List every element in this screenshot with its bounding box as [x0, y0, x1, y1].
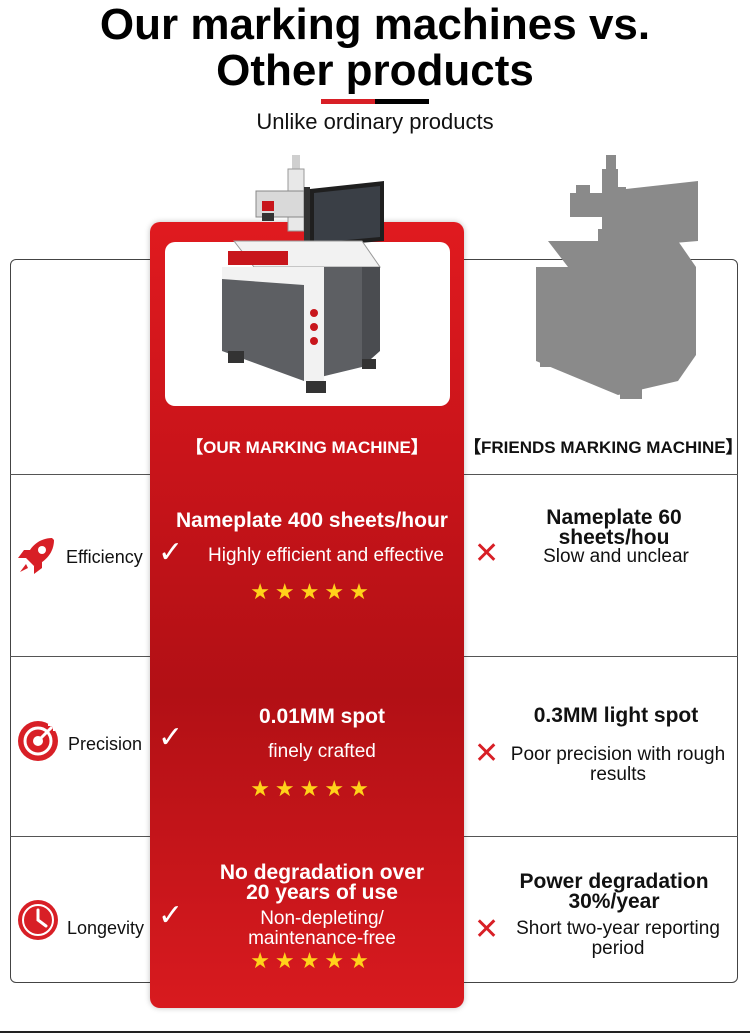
ours-longevity-check-icon: ✓	[158, 899, 184, 932]
theirs-efficiency-cross-icon: ✕	[474, 537, 500, 570]
competitor-machine-silhouette	[536, 155, 698, 399]
ours-precision-title: 0.01MM spot	[258, 705, 386, 728]
title-underline-black	[375, 99, 429, 104]
ours-efficiency-title: Nameplate 400 sheets/hour	[176, 509, 448, 532]
theirs-precision-cross-icon: ✕	[474, 737, 500, 770]
theirs-precision-desc-line1: Poor precision with rough	[510, 744, 726, 765]
row-label-longevity: Longevity	[67, 918, 145, 938]
theirs-longevity-desc-line1: Short two-year reporting	[516, 918, 720, 939]
ours-precision-check-icon: ✓	[158, 721, 184, 754]
theirs-longevity-desc-line2: period	[591, 938, 645, 959]
ours-precision-rating-stars: ★★★★★	[250, 776, 374, 801]
theirs-efficiency-title-line1: Nameplate 60	[546, 506, 682, 529]
theirs-efficiency-desc: Slow and unclear	[543, 546, 689, 567]
competitor-column-header: 【FRIENDS MARKING MACHINE】	[464, 438, 743, 457]
ours-longevity-rating-stars: ★★★★★	[250, 948, 374, 973]
ours-longevity-title-line2: 20 years of use	[246, 881, 398, 904]
theirs-precision-desc-line2: results	[590, 764, 646, 785]
theirs-precision-title: 0.3MM light spot	[533, 704, 699, 727]
ours-precision-desc: finely crafted	[268, 741, 376, 762]
row-label-efficiency: Efficiency	[66, 547, 143, 567]
ours-longevity-title-line1: No degradation over	[219, 861, 425, 884]
ours-longevity-desc-line2: maintenance-free	[248, 928, 396, 949]
bottom-divider	[0, 1031, 750, 1033]
target-icon	[18, 721, 58, 761]
row-label-precision: Precision	[68, 734, 143, 754]
ours-efficiency-desc: Highly efficient and effective	[208, 545, 444, 566]
our-machine-column-header: 【OUR MARKING MACHINE】	[186, 438, 428, 457]
clock-icon	[18, 900, 58, 940]
theirs-efficiency-title-line2: sheets/hou	[558, 526, 670, 549]
ours-longevity-desc-line1: Non-depleting/	[260, 908, 384, 929]
theirs-longevity-title-line1: Power degradation	[519, 870, 709, 893]
page-subtitle: Unlike ordinary products	[256, 109, 494, 134]
page-title-line2: Other products	[216, 46, 534, 95]
rocket-icon	[18, 538, 54, 574]
our-machine-image	[222, 155, 384, 393]
page-title-line1: Our marking machines vs.	[99, 0, 651, 49]
ours-efficiency-rating-stars: ★★★★★	[250, 579, 374, 604]
ours-efficiency-check-icon: ✓	[158, 536, 184, 569]
theirs-longevity-cross-icon: ✕	[474, 913, 500, 946]
theirs-longevity-title-line2: 30%/year	[568, 890, 660, 913]
title-underline-red	[321, 99, 375, 104]
